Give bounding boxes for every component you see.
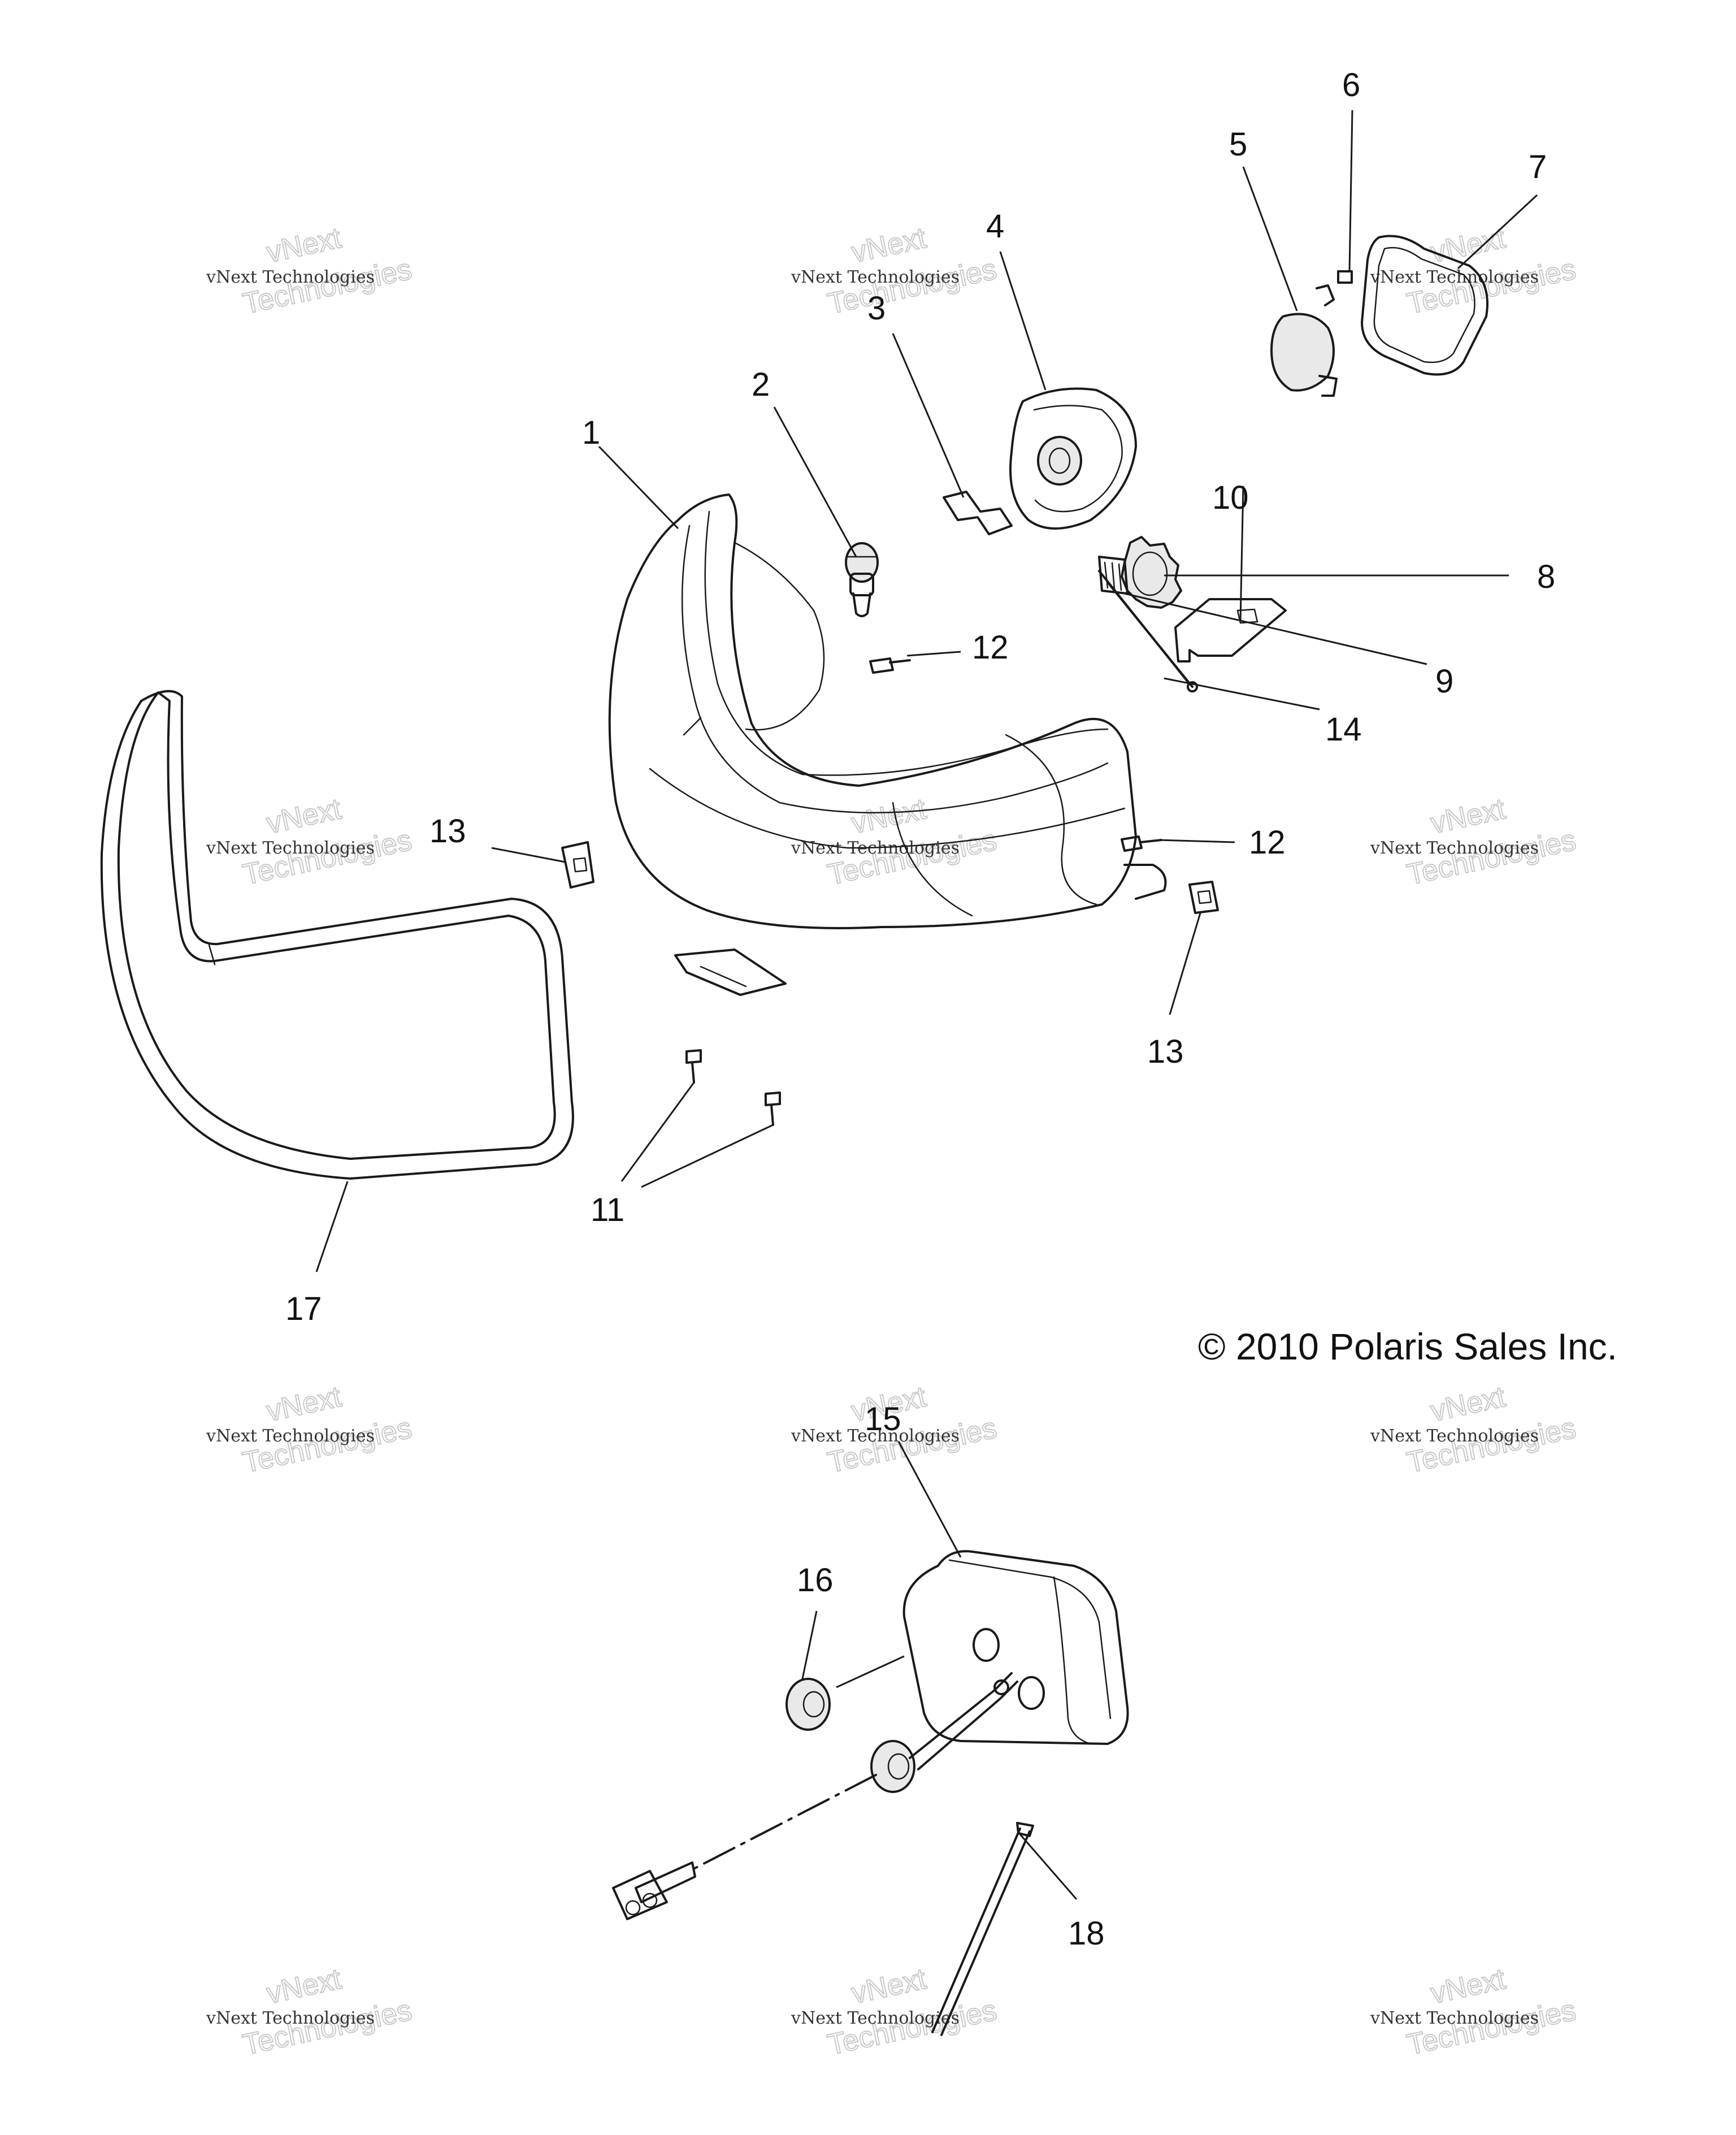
watermark: Technologies vNext vNext Technologies [791, 792, 1000, 892]
watermark: Technologies vNext vNext Technologies [791, 221, 1000, 321]
svg-text:vNext Technologies: vNext Technologies [791, 2008, 960, 2028]
part-17-seal [100, 690, 574, 1180]
watermark: Technologies vNext vNext Technologies [206, 1962, 415, 2062]
svg-text:vNext Technologies: vNext Technologies [1370, 267, 1539, 287]
svg-text:vNext: vNext [264, 1963, 345, 2010]
part-3-clip [943, 491, 1013, 535]
part-5-lamp [1270, 284, 1338, 397]
part-7-gasket [1361, 235, 1488, 376]
part-13-clip-b [1188, 881, 1219, 914]
svg-text:vNext Technologies: vNext Technologies [206, 267, 375, 287]
svg-text:vNext: vNext [264, 222, 345, 269]
svg-text:vNext Technologies: vNext Technologies [206, 1426, 375, 1446]
copyright-notice: © 2010 Polaris Sales Inc. [1198, 1326, 1617, 1367]
part-8-knob [1121, 536, 1182, 609]
part-15-module [902, 1550, 1129, 1745]
callout-12b: 12 [1249, 824, 1286, 861]
svg-text:vNext: vNext [264, 1380, 345, 1428]
svg-text:vNext: vNext [1428, 1380, 1509, 1428]
part-12-screw-a [869, 657, 911, 674]
callout-18: 18 [1068, 1915, 1105, 1952]
part-18-cable-tie [931, 1822, 1034, 2036]
callout-17: 17 [285, 1290, 322, 1327]
watermark: Technologies vNext vNext Technologies [1370, 1380, 1579, 1480]
part-4-cap [1009, 387, 1137, 530]
part-12-screw-b [1121, 835, 1162, 852]
wire-harness [612, 1672, 1018, 1920]
watermark: Technologies vNext vNext Technologies [791, 1962, 1000, 2062]
svg-text:vNext: vNext [1428, 1963, 1509, 2010]
callout-14: 14 [1325, 711, 1362, 748]
part-11-screw-b [765, 1092, 781, 1126]
leader-lines [315, 110, 1538, 1900]
svg-text:vNext Technologies: vNext Technologies [1370, 2008, 1539, 2028]
svg-text:vNext: vNext [849, 792, 930, 840]
svg-text:vNext Technologies: vNext Technologies [206, 2008, 375, 2028]
svg-text:vNext Technologies: vNext Technologies [1370, 1426, 1539, 1446]
callout-13a: 13 [429, 813, 466, 850]
callout-12a: 12 [972, 629, 1009, 666]
svg-text:vNext: vNext [849, 1963, 930, 2010]
part-6-screw [1337, 270, 1353, 284]
part-13-clip-a [561, 841, 594, 889]
part-16-grommet-b [870, 1740, 915, 1793]
callout-labels: 1 2 3 4 5 6 7 8 9 10 11 12 12 13 13 14 1… [285, 67, 1555, 1952]
callout-11: 11 [591, 1192, 624, 1228]
callout-15: 15 [865, 1401, 901, 1437]
callout-9: 9 [1435, 663, 1453, 700]
callout-7: 7 [1529, 149, 1547, 185]
callout-13b: 13 [1147, 1033, 1184, 1070]
callout-16: 16 [797, 1562, 834, 1599]
watermark: Technologies vNext vNext Technologies [206, 221, 415, 321]
part-11-screw-a [685, 1049, 702, 1084]
callout-3: 3 [867, 290, 886, 327]
svg-text:vNext Technologies: vNext Technologies [791, 1426, 960, 1446]
watermark: Technologies vNext vNext Technologies [1370, 792, 1579, 892]
callout-10: 10 [1212, 479, 1249, 516]
svg-text:vNext Technologies: vNext Technologies [1370, 838, 1539, 858]
part-1-housing [608, 493, 1167, 996]
callout-4: 4 [986, 208, 1004, 245]
watermark: Technologies vNext vNext Technologies [206, 792, 415, 892]
svg-text:vNext: vNext [1428, 792, 1509, 840]
svg-text:vNext Technologies: vNext Technologies [206, 838, 375, 858]
callout-5: 5 [1229, 126, 1247, 163]
watermark: Technologies vNext vNext Technologies [206, 1380, 415, 1480]
svg-text:vNext: vNext [849, 222, 930, 269]
callout-1: 1 [582, 414, 600, 451]
watermark: Technologies vNext vNext Technologies [1370, 1962, 1579, 2062]
callout-2: 2 [752, 366, 770, 403]
callout-6: 6 [1342, 67, 1360, 103]
svg-text:vNext: vNext [264, 792, 345, 840]
part-16-grommet [785, 1678, 831, 1731]
part-2-bulb [845, 542, 879, 617]
part-14-rod [1098, 570, 1198, 692]
svg-text:vNext: vNext [1428, 222, 1509, 269]
callout-8: 8 [1537, 558, 1555, 595]
svg-text:vNext Technologies: vNext Technologies [791, 267, 960, 287]
